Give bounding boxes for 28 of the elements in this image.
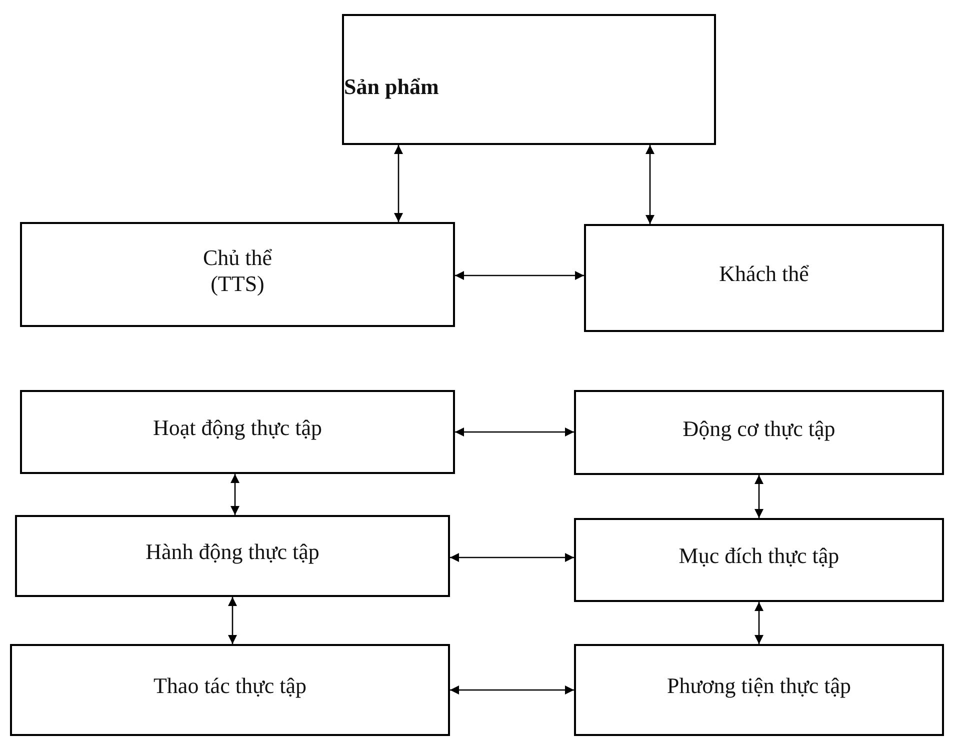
double-arrow: [394, 145, 403, 222]
process-box: [20, 390, 455, 474]
box-label: Mục đích thực tập: [678, 543, 840, 569]
box-label: Sản phẩm: [344, 74, 439, 100]
process-box: [15, 515, 450, 597]
box-label: Hành động thực tập: [146, 539, 320, 565]
box-label: Chủ thể (TTS): [202, 244, 274, 296]
process-box: [20, 222, 455, 327]
box-label: Khách thể: [719, 261, 809, 287]
process-box: [584, 224, 944, 332]
double-arrow: [455, 271, 584, 280]
double-arrow: [455, 428, 574, 436]
double-arrow: [754, 475, 764, 518]
double-arrow: [754, 602, 764, 644]
process-box: [342, 14, 716, 145]
double-arrow: [228, 597, 237, 644]
process-box: [10, 644, 450, 736]
double-arrow: [450, 686, 574, 694]
box-label: Hoạt động thực tập: [153, 415, 322, 441]
double-arrow: [230, 474, 240, 515]
process-box: [574, 518, 944, 602]
box-label: Phương tiện thực tập: [667, 673, 851, 699]
process-box: [574, 644, 944, 736]
process-box: [574, 390, 944, 475]
double-arrow: [646, 145, 654, 224]
box-label: Thao tác thực tập: [153, 673, 307, 699]
box-label: Động cơ thực tập: [682, 416, 836, 442]
double-arrow: [450, 553, 574, 562]
